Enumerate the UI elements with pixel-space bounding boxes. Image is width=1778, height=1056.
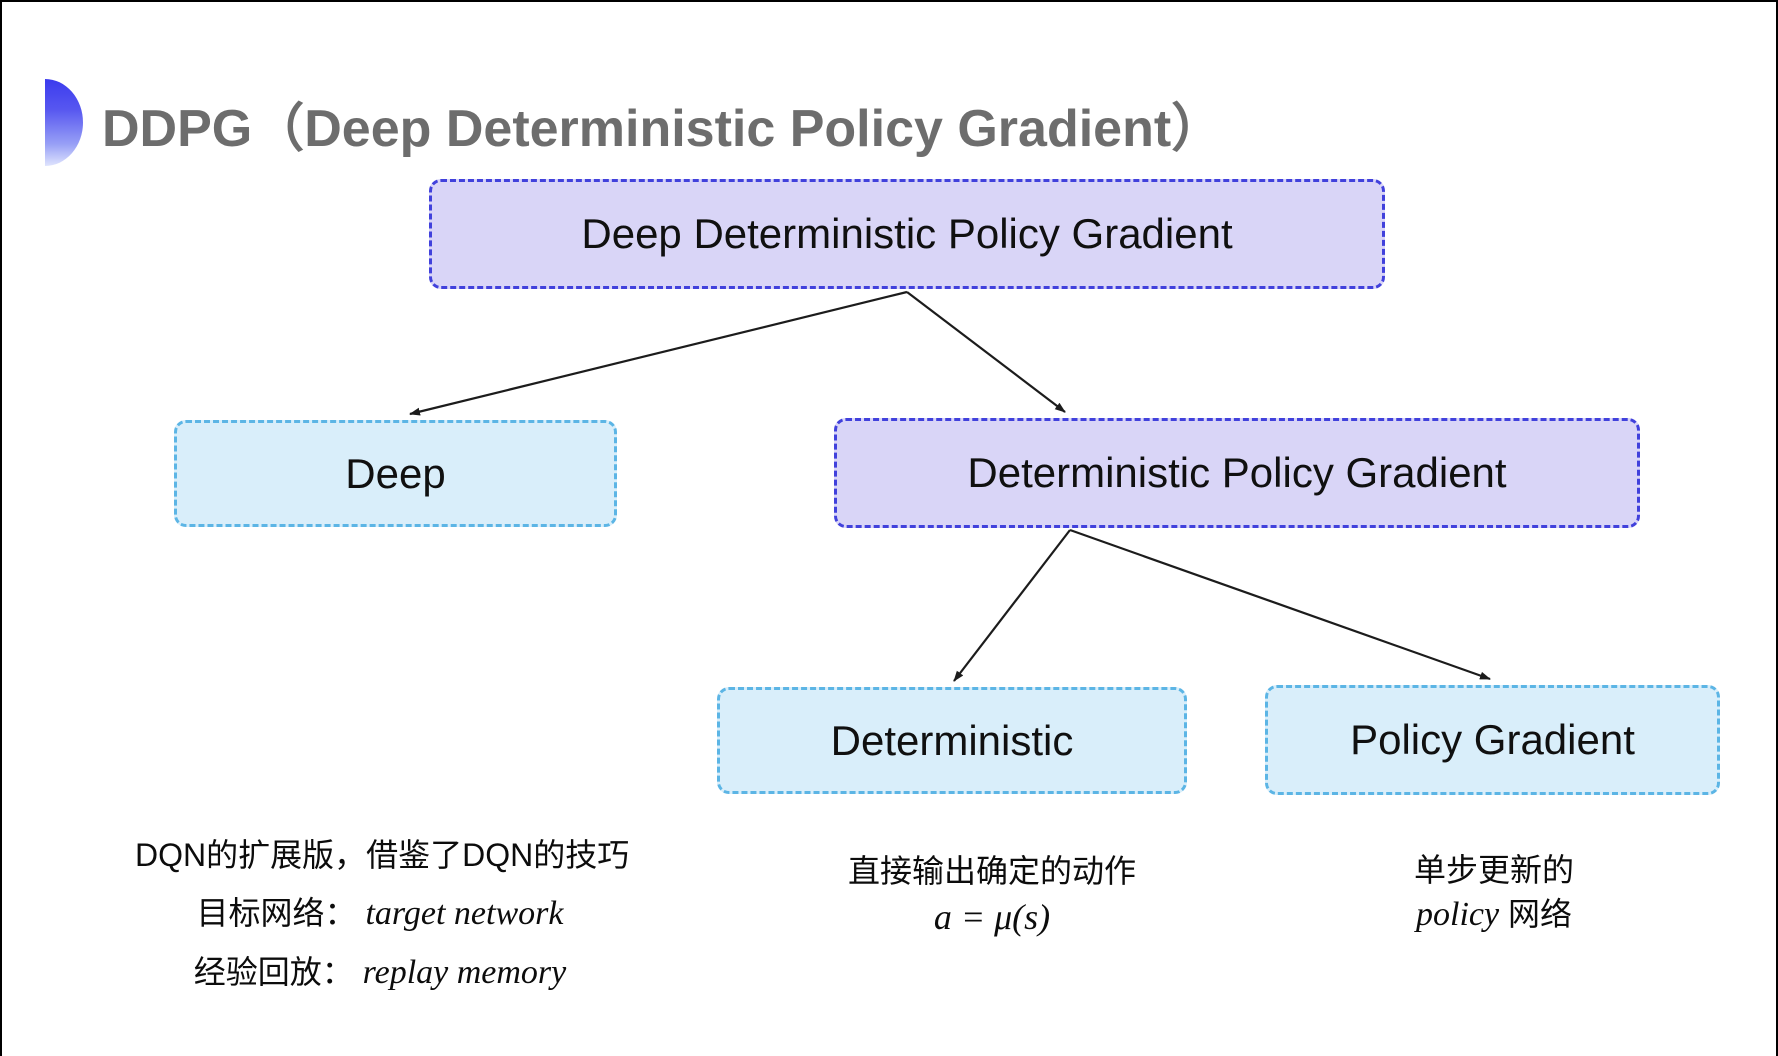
arrow-root-to-deep (409, 290, 908, 416)
note-deep-line1: DQN的扩展版，借鉴了DQN的技巧 (135, 837, 630, 873)
node-dpg-label: Deterministic Policy Gradient (967, 449, 1507, 496)
node-policy-gradient: Policy Gradient (1265, 685, 1720, 795)
note-pg-line2: policy 网络 (1416, 896, 1572, 933)
node-deep-label: Deep (345, 449, 446, 497)
node-deterministic: Deterministic (717, 687, 1187, 794)
node-deep: Deep (174, 420, 617, 527)
bullet-icon (45, 79, 83, 166)
note-deep: DQN的扩展版，借鉴了DQN的技巧 目标网络： target network 经… (135, 826, 630, 1002)
note-deep-line3: 经验回放： replay memory (193, 954, 567, 991)
note-deterministic-formula: a = μ(s) (933, 897, 1051, 937)
arrow-root-to-dpg (906, 291, 1066, 413)
note-pg-line1: 单步更新的 (1413, 852, 1574, 888)
note-policy-gradient: 单步更新的 policy 网络 (1244, 848, 1744, 937)
node-root: Deep Deterministic Policy Gradient (429, 179, 1385, 289)
node-policy-gradient-label: Policy Gradient (1350, 716, 1635, 763)
page-title: DDPG（Deep Deterministic Policy Gradient） (102, 100, 1224, 158)
arrow-dpg-to-policy-gradient (1069, 528, 1491, 681)
note-deterministic: 直接输出确定的动作 a = μ(s) (742, 848, 1242, 940)
node-root-label: Deep Deterministic Policy Gradient (581, 210, 1233, 257)
node-deterministic-label: Deterministic (830, 716, 1074, 764)
note-deterministic-line1: 直接输出确定的动作 (847, 853, 1136, 889)
note-deep-line2: 目标网络： target network (196, 895, 564, 932)
arrow-dpg-to-deterministic (953, 529, 1071, 682)
node-deterministic-policy-gradient: Deterministic Policy Gradient (834, 418, 1640, 528)
